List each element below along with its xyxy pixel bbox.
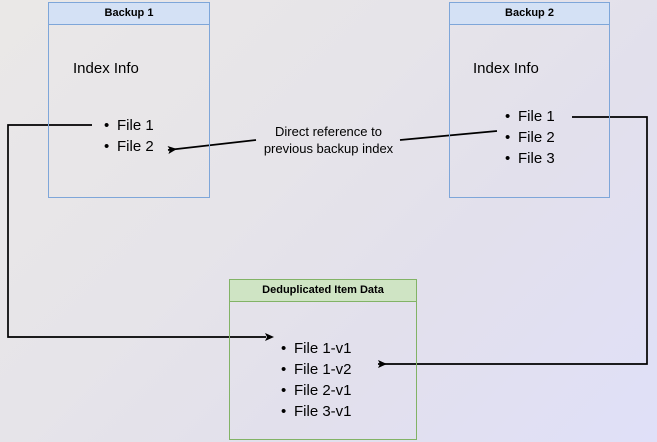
dedup-body: File 1-v1 File 1-v2 File 2-v1 File 3-v1 — [230, 302, 416, 439]
dedup-item[interactable]: File 1-v1 — [281, 338, 351, 359]
backup1-box[interactable]: Backup 1 Index Info File 1 File 2 — [48, 2, 210, 198]
backup2-body: Index Info File 1 File 2 File 3 — [450, 25, 609, 197]
backup2-file-item[interactable]: File 3 — [505, 148, 555, 169]
dedup-title: Deduplicated Item Data — [230, 280, 416, 302]
backup1-file-item[interactable]: File 1 — [104, 115, 154, 136]
backup1-body: Index Info File 1 File 2 — [49, 25, 209, 197]
backup1-file-list: File 1 File 2 — [99, 115, 154, 157]
backup2-box[interactable]: Backup 2 Index Info File 1 File 2 File 3 — [449, 2, 610, 198]
dedup-item[interactable]: File 2-v1 — [281, 380, 351, 401]
backup2-index-info-label: Index Info — [473, 60, 539, 77]
direct-reference-line-1: Direct reference to — [275, 124, 382, 139]
dedup-item[interactable]: File 1-v2 — [281, 359, 351, 380]
direct-reference-annotation: Direct reference to previous backup inde… — [247, 123, 410, 157]
backup1-index-info-label: Index Info — [73, 60, 139, 77]
backup1-title: Backup 1 — [49, 3, 209, 25]
backup2-title: Backup 2 — [450, 3, 609, 25]
deduplicated-item-data-box[interactable]: Deduplicated Item Data File 1-v1 File 1-… — [229, 279, 417, 440]
backup1-file-item[interactable]: File 2 — [104, 136, 154, 157]
dedup-item[interactable]: File 3-v1 — [281, 401, 351, 422]
backup2-file-item[interactable]: File 1 — [505, 106, 555, 127]
direct-reference-line-2: previous backup index — [263, 141, 394, 156]
dedup-item-list: File 1-v1 File 1-v2 File 2-v1 File 3-v1 — [276, 338, 351, 422]
backup2-file-list: File 1 File 2 File 3 — [500, 106, 555, 169]
backup2-file-item[interactable]: File 2 — [505, 127, 555, 148]
